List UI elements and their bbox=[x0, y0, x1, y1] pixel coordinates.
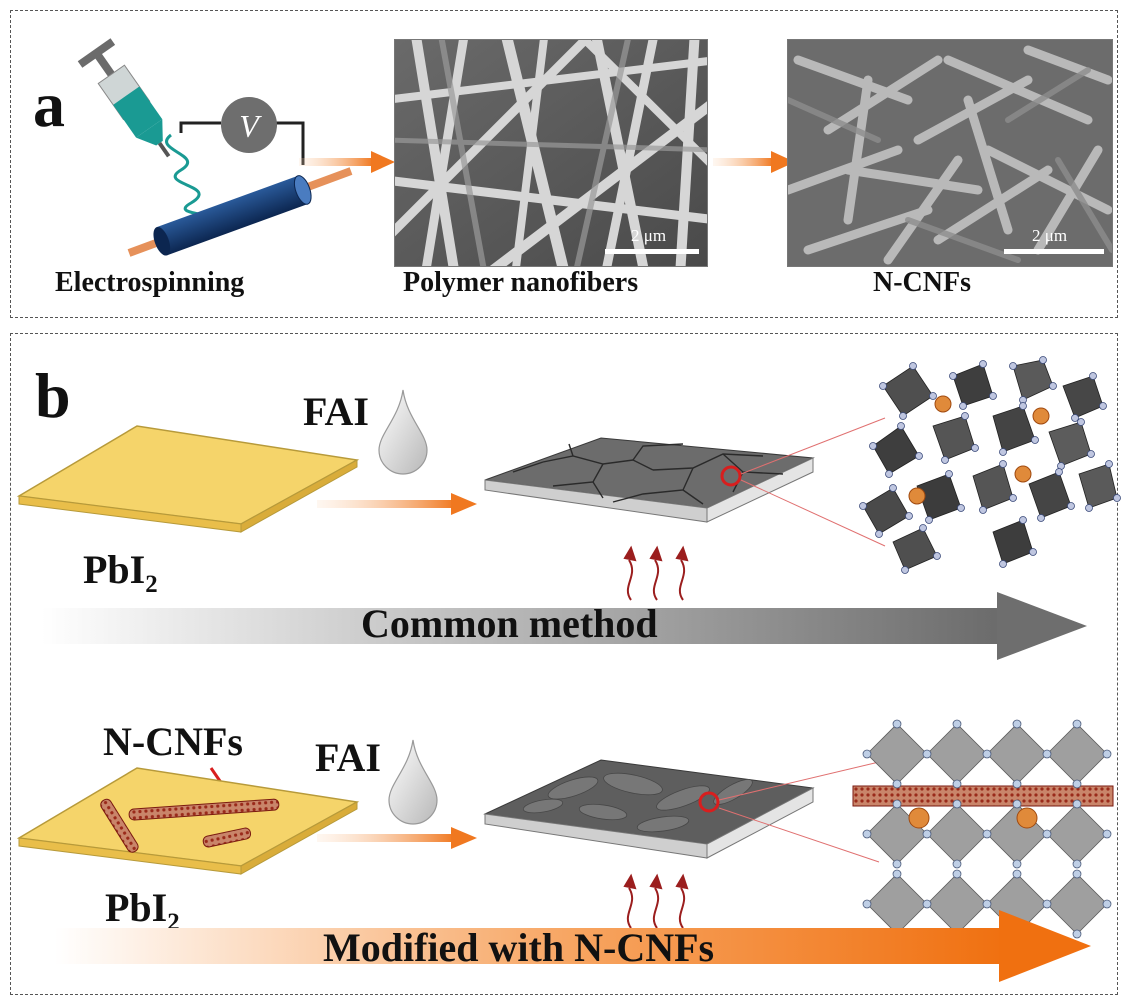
sem-image-ncnfs: 2 μm bbox=[787, 39, 1113, 267]
step-label-polymer-nanofibers: Polymer nanofibers bbox=[403, 267, 639, 298]
arrow-modified-step bbox=[317, 827, 477, 849]
smooth-perovskite-film bbox=[483, 759, 815, 859]
common-method-label: Common method bbox=[361, 601, 658, 646]
cracked-perovskite-film bbox=[484, 437, 815, 523]
scale-bar-label: 2 μm bbox=[1032, 226, 1068, 245]
arrow-electrospinning-to-polymer bbox=[299, 151, 395, 173]
heat-icon-modified bbox=[623, 873, 689, 929]
pbi2-substrate-common bbox=[16, 425, 360, 533]
pbi2-substrate-modified bbox=[16, 767, 360, 875]
perovskite-crystal-modified bbox=[852, 719, 1114, 939]
fai-droplet-icon bbox=[388, 739, 438, 825]
modified-method-label: Modified with N-CNFs bbox=[323, 925, 715, 970]
panel-b-letter: b bbox=[35, 360, 71, 431]
step-label-electrospinning: Electrospinning bbox=[55, 267, 245, 298]
heat-icon-common bbox=[623, 545, 689, 601]
modified-method-arrow bbox=[55, 910, 1091, 982]
panel-a-letter: a bbox=[33, 69, 65, 140]
perovskite-crystal-common bbox=[859, 356, 1121, 574]
zoom-lines-modified bbox=[718, 761, 880, 863]
sem-image-polymer-nanofibers: 2 μm bbox=[394, 39, 708, 267]
panel-b: b PbI2 FAI bbox=[10, 333, 1121, 995]
panel-a: a V bbox=[10, 10, 1118, 318]
fai-droplet-icon bbox=[378, 389, 428, 475]
fai-label-modified: FAI bbox=[315, 735, 381, 780]
electrospinning-illustration: V bbox=[77, 38, 353, 257]
scale-bar bbox=[1004, 249, 1104, 254]
pbi2-label-common: PbI2 bbox=[83, 547, 158, 598]
fai-label-common: FAI bbox=[303, 389, 369, 434]
arrow-polymer-to-ncnfs bbox=[713, 151, 795, 173]
scale-bar-label: 2 μm bbox=[631, 226, 667, 245]
voltmeter-label: V bbox=[239, 108, 262, 144]
common-method-arrow bbox=[41, 592, 1087, 660]
ncnfs-label: N-CNFs bbox=[103, 719, 243, 764]
arrow-common-step bbox=[317, 493, 477, 515]
zoom-lines-common bbox=[740, 417, 886, 547]
scale-bar bbox=[605, 249, 699, 254]
step-label-ncnfs: N-CNFs bbox=[873, 267, 971, 298]
